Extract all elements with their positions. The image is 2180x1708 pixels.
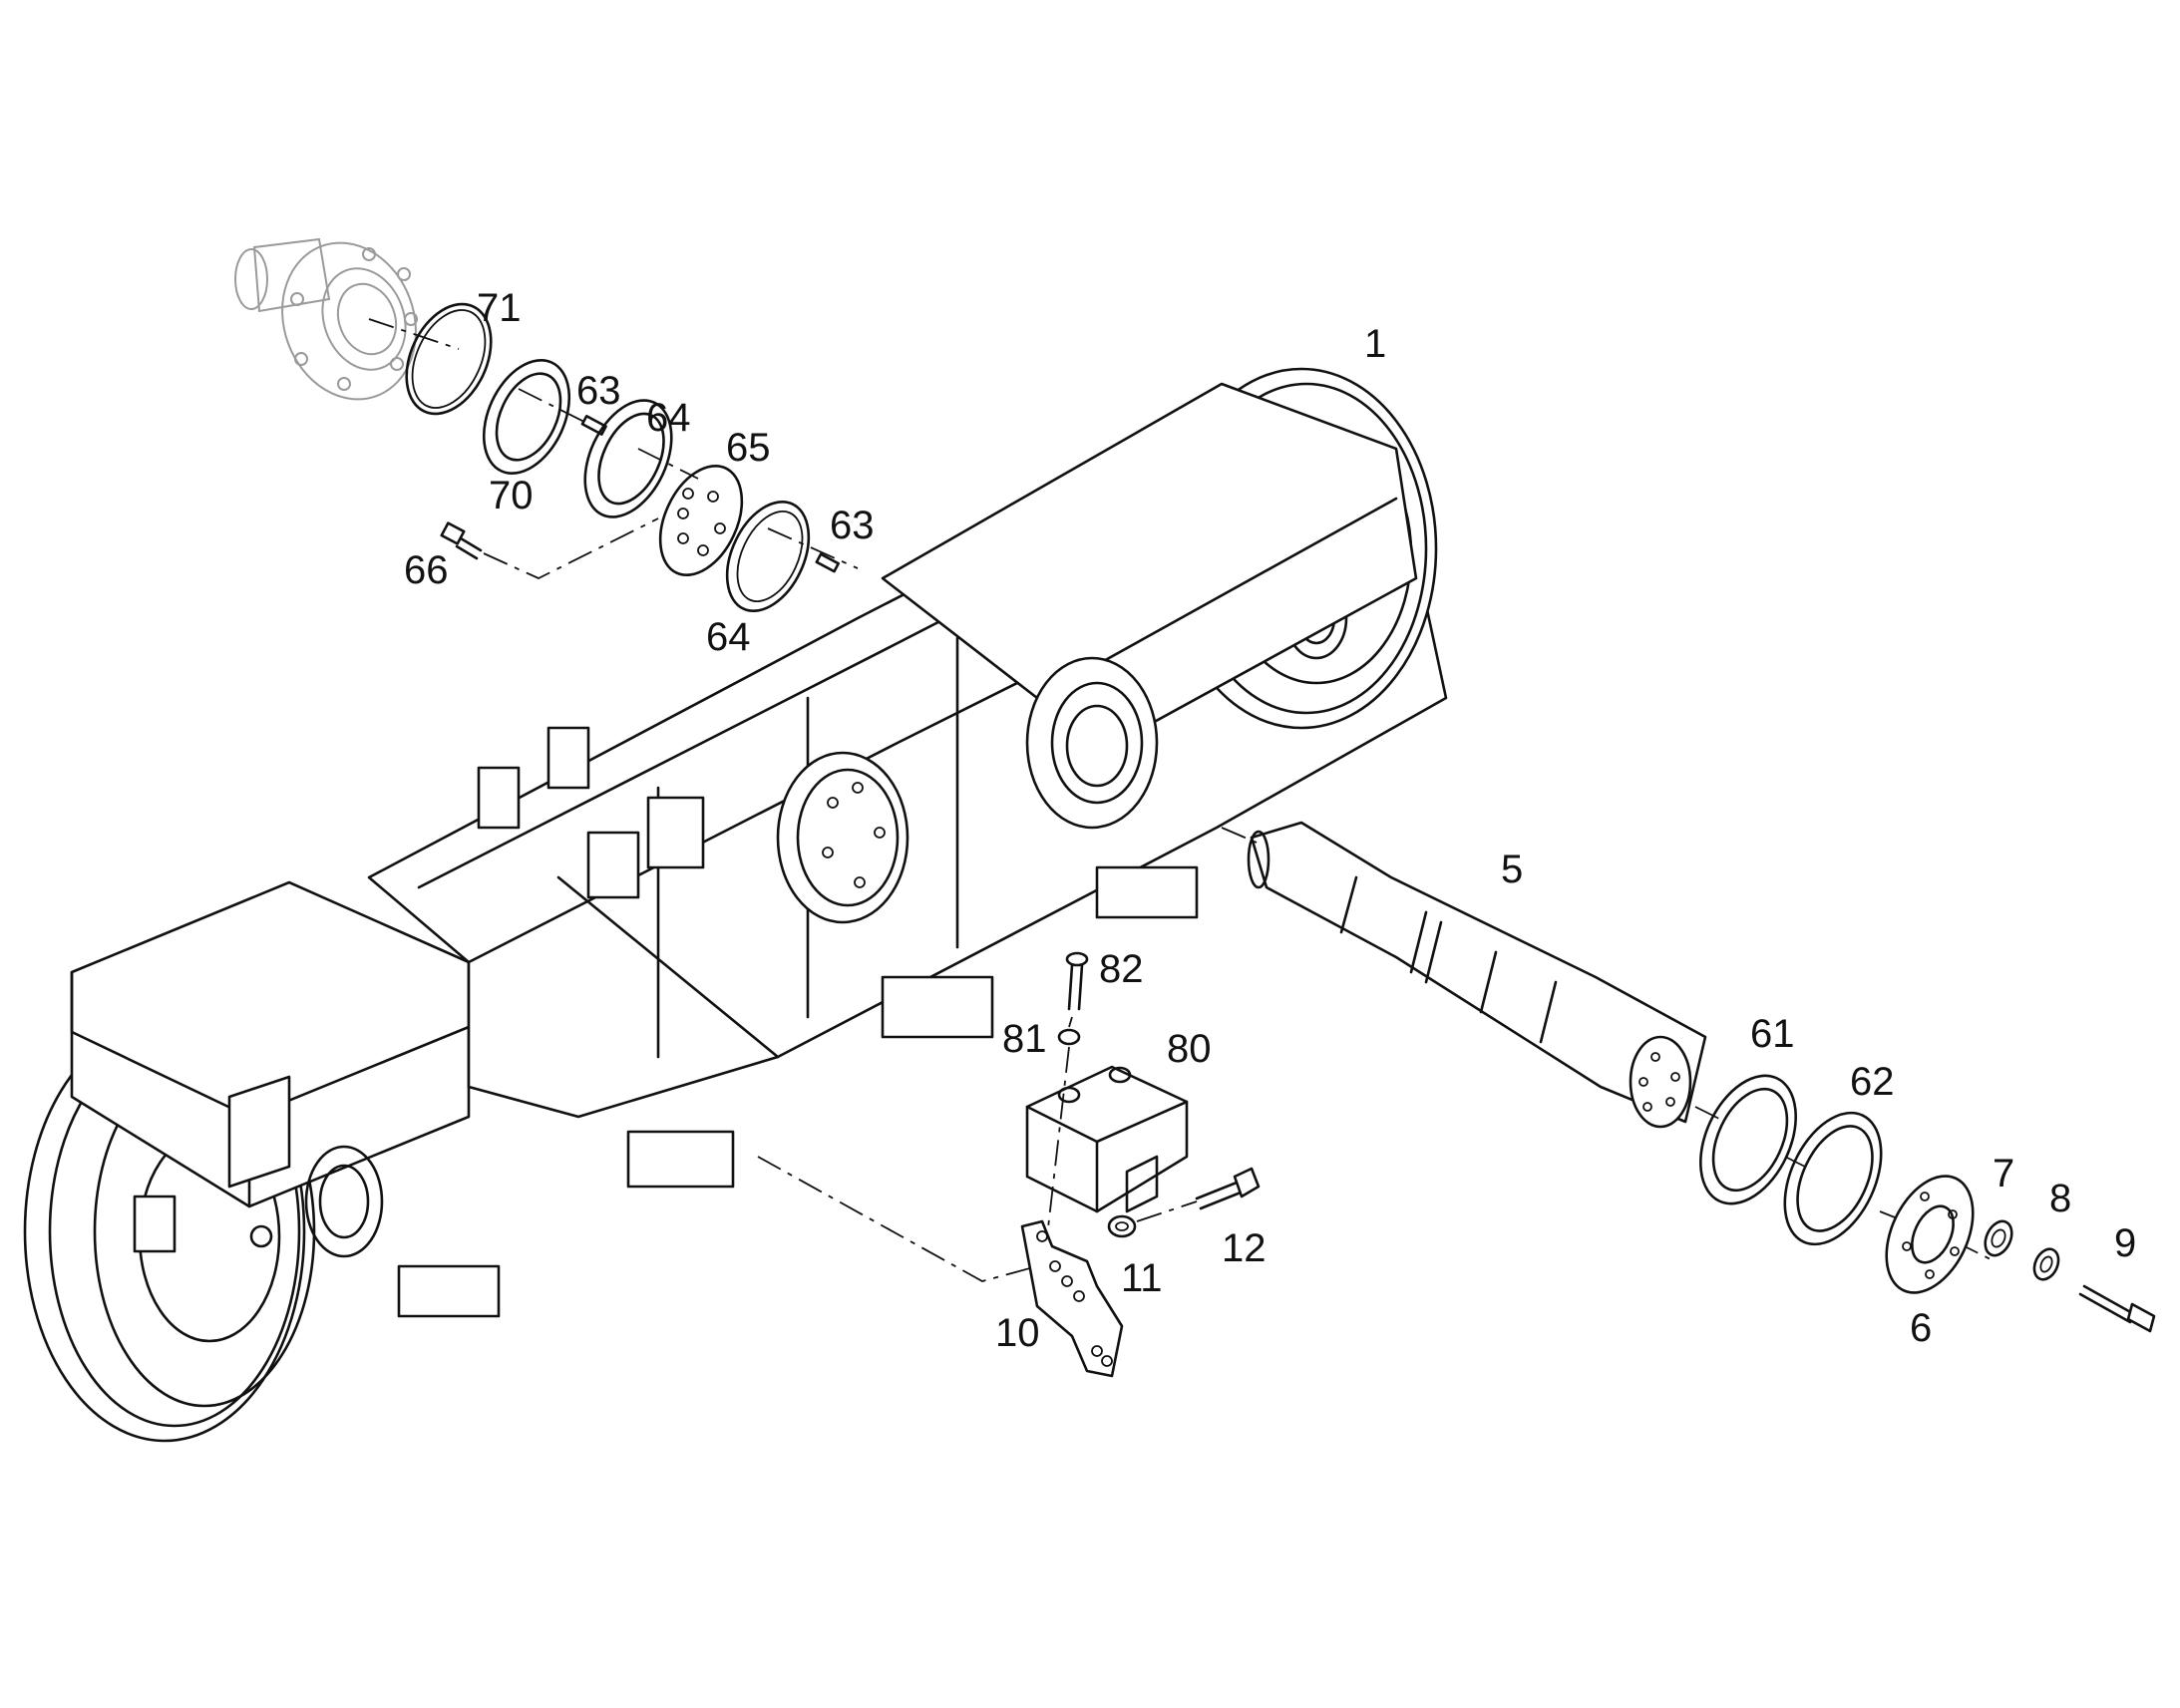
callout-65: 65 [726,426,771,470]
axis-line-12 [1136,1200,1198,1222]
callout-1: 1 [1364,322,1386,366]
callout-12: 12 [1222,1226,1267,1270]
end-cap-6 [1885,1175,1975,1294]
callout-7: 7 [1993,1152,2014,1196]
pin-63-lower [815,552,841,573]
seal-ring-64-upper [583,399,673,518]
callout-11: 11 [1121,1256,1163,1300]
bolt-9 [2078,1284,2156,1333]
callout-6: 6 [1910,1306,1932,1350]
axis-line-80 [1046,1016,1073,1237]
bolt-82 [1065,951,1089,1011]
callout-71: 71 [477,286,522,330]
callout-81: 81 [1002,1017,1047,1061]
washer-8 [2032,1247,2060,1281]
snap-ring-71 [405,302,493,416]
shaft-5 [1247,821,1707,1129]
callout-9: 9 [2114,1221,2136,1265]
pin-63-upper [580,415,607,436]
callout-62: 62 [1850,1060,1895,1104]
callout-70: 70 [489,474,534,517]
axis-line-66 [483,517,659,579]
hub-flange-ghost [234,237,418,401]
plate-65 [658,464,744,577]
axis-line-10 [757,1156,1038,1282]
seal-ring-64-lower [725,500,811,613]
callout-10: 10 [995,1311,1040,1355]
bracket-10 [1020,1219,1124,1378]
bolt-66 [440,521,483,560]
washer-11 [1107,1214,1137,1238]
callout-61: 61 [1750,1012,1795,1056]
axis-line-upper [368,318,859,569]
bolt-12 [1195,1167,1261,1210]
ring-70 [482,358,571,476]
callout-66: 66 [404,548,449,592]
guard-80 [1025,1065,1189,1213]
callout-82: 82 [1099,947,1144,991]
seal-ring-61 [1699,1074,1797,1205]
callout-63-lower: 63 [830,504,875,547]
callout-63-upper: 63 [576,369,621,413]
callout-8: 8 [2049,1177,2071,1220]
callout-5: 5 [1501,848,1523,891]
seal-ring-62 [1783,1111,1883,1246]
track-frame-1 [23,367,1448,1443]
washer-81 [1057,1028,1081,1046]
callout-64-upper: 64 [646,396,691,440]
callout-80: 80 [1167,1027,1212,1071]
callout-64-lower: 64 [706,615,751,659]
washer-7 [1984,1219,2013,1257]
